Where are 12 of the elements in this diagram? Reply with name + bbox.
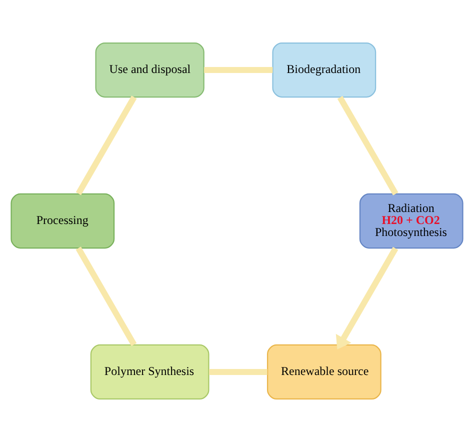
connector: [76, 96, 137, 196]
connector: [209, 369, 268, 375]
node-box: Polymer Synthesis: [90, 344, 210, 400]
connector: [337, 96, 398, 196]
node-box: Use and disposal: [95, 42, 204, 98]
node-box: Renewable source: [266, 344, 382, 400]
connector: [204, 67, 273, 73]
node-box: Radiation H20 + CO2 Photosynthesis: [359, 193, 464, 249]
node-box: Processing: [10, 193, 115, 249]
node-box: Biodegradation: [272, 42, 376, 98]
arrow: [336, 246, 398, 350]
connector: [76, 246, 137, 346]
